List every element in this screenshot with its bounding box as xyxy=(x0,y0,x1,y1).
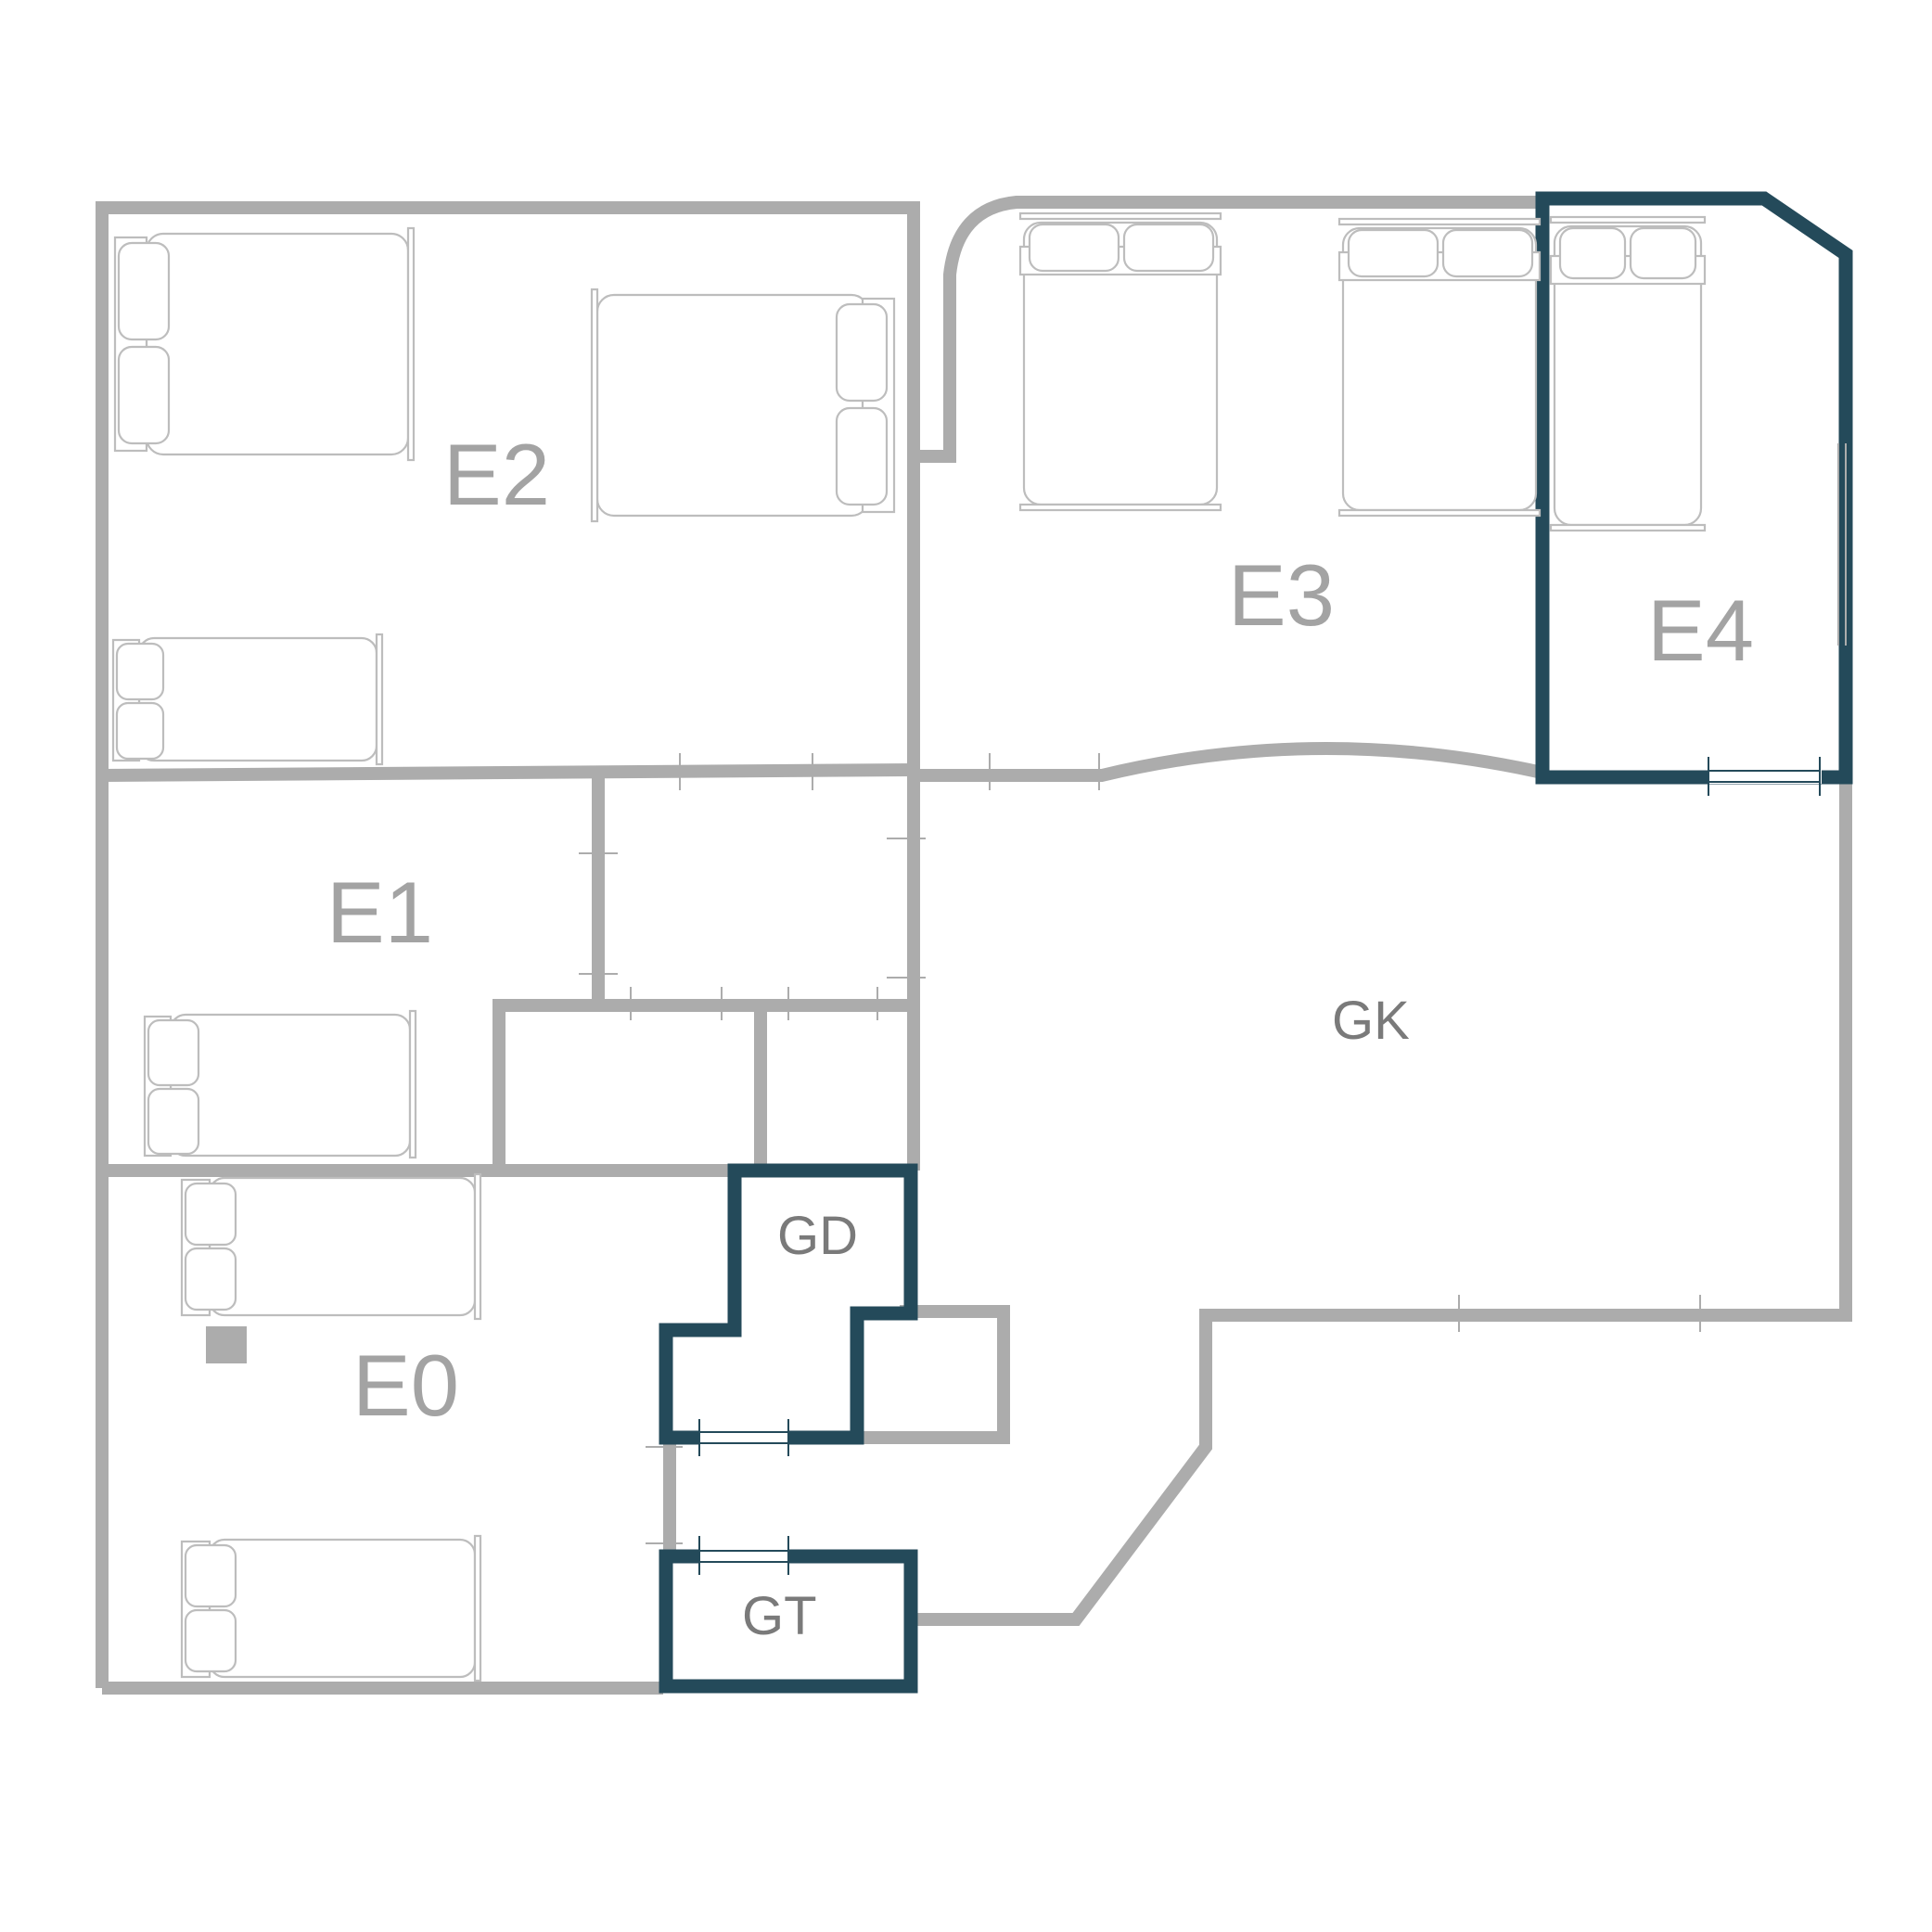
bed-icon xyxy=(1337,217,1542,518)
bed-icon xyxy=(113,226,416,462)
wall-gd-closet xyxy=(863,1305,1010,1444)
bed-icon xyxy=(1549,215,1707,532)
room-label-gk[interactable]: GK xyxy=(1332,991,1410,1051)
bed-icon xyxy=(180,1534,482,1683)
wall-outer-west xyxy=(96,201,920,1688)
wall-gd xyxy=(659,1163,918,1445)
bed-icon xyxy=(143,1009,417,1159)
bed-icon xyxy=(180,1172,482,1321)
room-label-e2[interactable]: E2 xyxy=(443,426,550,523)
bed-icon xyxy=(590,288,896,523)
fixture-square xyxy=(206,1326,247,1363)
room-labels: E2 E3 E4 E1 E0 GK GD GT xyxy=(326,426,1754,1646)
wall-closet-block xyxy=(493,999,914,1169)
room-label-e1[interactable]: E1 xyxy=(326,864,433,961)
furniture xyxy=(111,211,1707,1683)
room-label-e0[interactable]: E0 xyxy=(352,1337,459,1434)
room-label-e4[interactable]: E4 xyxy=(1647,582,1754,679)
wall-gk-outer xyxy=(914,777,1852,1626)
doors xyxy=(579,443,1847,1575)
wall-e3-south xyxy=(914,742,1540,782)
bed-icon xyxy=(1018,211,1222,512)
walls xyxy=(96,196,1852,1695)
room-label-gt[interactable]: GT xyxy=(742,1586,817,1646)
room-label-e3[interactable]: E3 xyxy=(1228,546,1335,644)
wall-e2-e1 xyxy=(101,763,915,782)
bed-icon xyxy=(111,633,384,766)
wall-gt xyxy=(659,1549,918,1694)
room-label-gd[interactable]: GD xyxy=(777,1206,858,1266)
wall-e3-north xyxy=(914,196,1538,463)
